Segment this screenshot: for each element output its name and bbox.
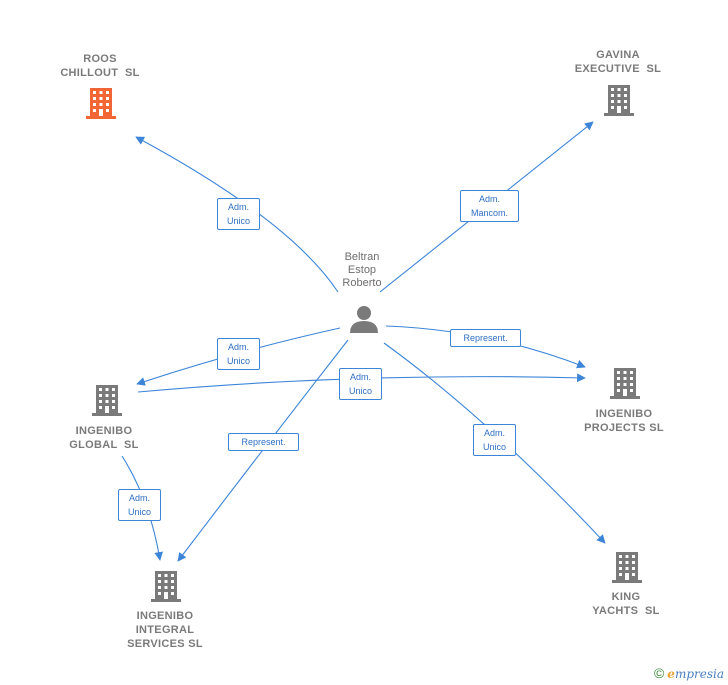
building-icon-ingenibo-projects[interactable] [610,368,640,399]
copyright-icon: © [653,665,665,681]
building-icon-gavina[interactable] [604,85,634,116]
edge-label-king[interactable]: Adm. Unico [473,424,516,456]
empresia-logo[interactable]: ©empresia [654,665,724,681]
building-icon-king-yachts[interactable] [612,552,642,583]
person-label[interactable]: Beltran Estop Roberto [342,251,382,289]
node-label-ingenibo-integral[interactable]: INGENIBO INTEGRAL SERVICES SL [127,610,203,650]
edge-label-global[interactable]: Adm. Unico [217,338,260,370]
brand-name: mpresia [674,667,724,681]
brand-initial: e [667,667,675,681]
node-label-roos[interactable]: ROOS CHILLOUT SL [60,53,140,79]
edge-label-global-projects[interactable]: Adm. Unico [339,368,382,400]
person-icon[interactable] [350,306,378,333]
node-label-ingenibo-projects[interactable]: INGENIBO PROJECTS SL [584,408,664,434]
edge-label-global-integral[interactable]: Adm. Unico [118,489,161,521]
node-label-king-yachts[interactable]: KING YACHTS SL [592,591,660,617]
edge-label-projects[interactable]: Represent. [450,329,521,347]
building-icon-roos[interactable] [86,88,116,119]
edge-line-roos [135,136,339,293]
node-label-ingenibo-global[interactable]: INGENIBO GLOBAL SL [69,425,139,451]
building-icon-ingenibo-global[interactable] [92,385,122,416]
edge-label-integral[interactable]: Represent. [228,433,299,451]
edge-label-roos[interactable]: Adm. Unico [217,198,260,230]
node-label-gavina[interactable]: GAVINA EXECUTIVE SL [574,49,662,75]
edge-label-gavina[interactable]: Adm. Mancom. [460,190,519,222]
building-icon-ingenibo-integral[interactable] [151,571,181,602]
